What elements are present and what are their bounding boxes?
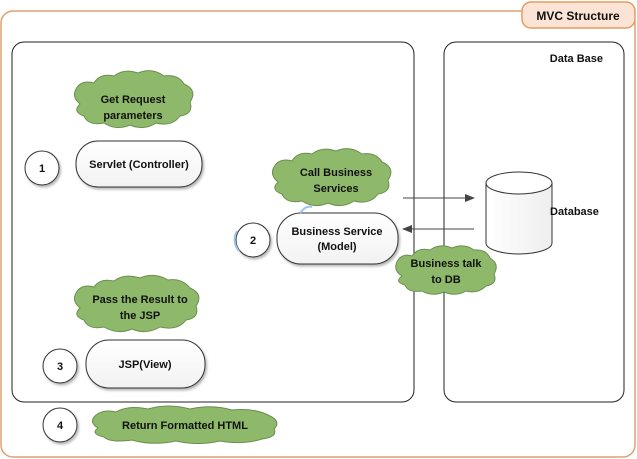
step-1: 1 <box>24 150 60 186</box>
database-panel <box>443 41 625 403</box>
cloud-shape <box>395 245 497 295</box>
cloud-get-request: Get Request parameters <box>74 70 194 129</box>
svg-text:Pass the Result to: Pass the Result to <box>92 294 188 306</box>
svg-text:Business talk: Business talk <box>411 258 483 270</box>
step-2: 2 <box>233 222 271 258</box>
step-4: 4 <box>42 407 78 443</box>
database-label: Database <box>550 206 599 218</box>
return-formatted-html-label: Return Formatted HTML <box>122 420 248 432</box>
cloud-business-talk-to-db: Business talk to DB <box>395 245 497 295</box>
step-number: 1 <box>39 163 45 175</box>
cloud-shape <box>272 148 392 207</box>
cloud-shape <box>92 405 278 444</box>
servlet-controller-box: Servlet (Controller) <box>75 140 203 188</box>
svg-text:to DB: to DB <box>431 274 460 286</box>
title-tab: MVC Structure <box>521 1 636 29</box>
jsp-view-label: JSP(View) <box>119 359 172 371</box>
cloud-call-business-services: Call Business Services <box>272 148 392 207</box>
diagram-title: MVC Structure <box>536 9 620 23</box>
servlet-controller-label: Servlet (Controller) <box>89 159 189 171</box>
business-service-sublabel: (Model) <box>317 241 356 253</box>
step-number: 2 <box>250 235 256 247</box>
database-cylinder-icon <box>485 171 553 255</box>
cloud-shape <box>74 274 200 333</box>
application-panel <box>11 41 415 403</box>
svg-text:Get Request: Get Request <box>101 94 166 106</box>
cloud-shape <box>74 70 194 129</box>
cloud-return-formatted-html: Return Formatted HTML <box>92 405 278 444</box>
business-service-label: Business Service <box>291 226 382 238</box>
database-panel-label: Data Base <box>550 53 603 65</box>
business-service-model-box: Business Service (Model) <box>276 205 399 265</box>
step-3: 3 <box>42 348 78 384</box>
svg-text:the JSP: the JSP <box>120 310 160 322</box>
svg-text:Services: Services <box>313 183 358 195</box>
svg-text:Call Business: Call Business <box>300 167 372 179</box>
cloud-pass-result-to-jsp: Pass the Result to the JSP <box>74 274 200 333</box>
step-number: 3 <box>57 361 63 373</box>
svg-text:parameters: parameters <box>103 110 162 122</box>
outer-frame <box>0 10 636 458</box>
step-number: 4 <box>57 420 64 432</box>
